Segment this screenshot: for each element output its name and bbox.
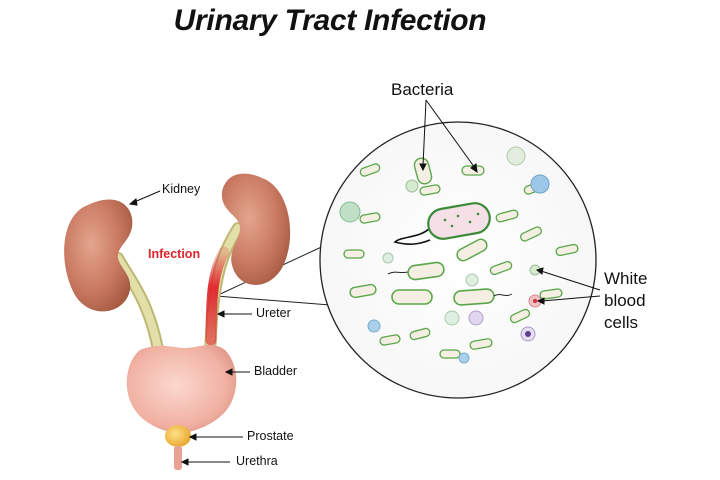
ureters (112, 222, 244, 366)
left-kidney (64, 199, 133, 312)
bacterium (359, 163, 381, 177)
infection-label: Infection (148, 247, 201, 261)
diagram-title: Urinary Tract Infection (173, 4, 487, 37)
label-pointers (128, 99, 601, 466)
white-blood-cells-label: White blood cells (604, 268, 647, 334)
bacterium (456, 238, 488, 262)
kidney-label: Kidney (162, 182, 201, 196)
prostate (165, 425, 191, 447)
bacterium (359, 212, 381, 224)
bacterium (343, 249, 365, 259)
cell (506, 146, 526, 166)
bacterium (349, 283, 377, 299)
prostate-label: Prostate (247, 429, 294, 443)
cell (458, 352, 470, 364)
bacterium (509, 308, 531, 324)
bacterium (379, 334, 401, 346)
bacteria-group (343, 157, 579, 359)
right-kidney (221, 173, 291, 285)
white-blood-cells-group (339, 146, 550, 364)
urethra-label: Urethra (236, 454, 278, 468)
cell (367, 319, 381, 333)
infected-ureter-segment (205, 246, 230, 346)
cell (465, 273, 479, 287)
bacterium (489, 260, 513, 276)
bacterium-large (393, 202, 491, 245)
cell (405, 179, 419, 193)
bacterium (409, 327, 431, 341)
bladder (126, 344, 237, 434)
ureter-label: Ureter (256, 306, 291, 320)
cell (382, 252, 394, 264)
white-blood-cells-label-line3: cells (604, 313, 639, 332)
cell (339, 201, 361, 223)
cell (530, 174, 550, 194)
bacterium (439, 349, 461, 359)
bacterium (387, 261, 445, 281)
bacterium (495, 209, 519, 223)
bacterium (539, 288, 563, 300)
cell-nucleus (525, 331, 531, 337)
bacteria-label: Bacteria (391, 80, 454, 99)
bacterium (391, 289, 433, 305)
white-blood-cells-label-line2: blood (604, 291, 646, 310)
urethra (174, 446, 182, 470)
cell (468, 310, 484, 326)
white-blood-cell-nucleus (532, 298, 538, 304)
bladder-label: Bladder (254, 364, 298, 378)
cell (444, 310, 460, 326)
bacterium (555, 243, 579, 257)
white-blood-cells-label-line1: White (604, 269, 648, 288)
bacterium (520, 226, 542, 242)
bacterium (469, 338, 493, 350)
bacterium (453, 288, 513, 306)
bacterium (419, 184, 441, 196)
